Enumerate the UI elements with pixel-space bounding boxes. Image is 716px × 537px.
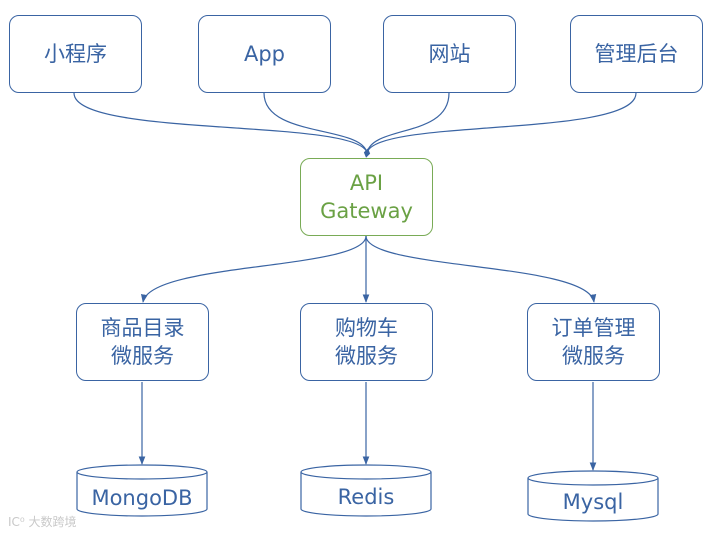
service-box-cart: 购物车 微服务	[300, 303, 433, 381]
client-label: App	[243, 42, 286, 66]
client-box-miniprogram: 小程序	[9, 15, 142, 93]
edge-gateway-catalog	[141, 235, 367, 303]
client-box-admin: 管理后台	[570, 15, 703, 93]
service-label-line2: 微服务	[335, 344, 398, 368]
service-label-line2: 微服务	[111, 344, 174, 368]
db-redis-cylinder	[300, 464, 432, 517]
service-label-line1: 商品目录	[100, 316, 185, 340]
edge-admin-gateway	[363, 92, 637, 158]
watermark: IC⁰ 大数跨境	[8, 515, 77, 529]
service-box-catalog: 商品目录 微服务	[76, 303, 209, 381]
service-label-line1: 订单管理	[551, 316, 636, 340]
edge-app-gateway	[263, 92, 368, 154]
edge-gateway-order	[365, 235, 597, 303]
db-label-redis: Redis	[337, 485, 395, 509]
service-box-order: 订单管理 微服务	[527, 303, 660, 381]
gateway-label-line2: Gateway	[320, 199, 413, 223]
db-mongodb-cylinder	[76, 464, 208, 517]
edge-website-gateway	[366, 92, 450, 154]
client-label: 管理后台	[594, 42, 679, 66]
client-box-app: App	[198, 15, 331, 93]
api-gateway-box: API Gateway	[300, 158, 433, 236]
client-label: 网站	[428, 42, 471, 66]
service-label-line1: 购物车	[335, 316, 398, 340]
client-box-website: 网站	[383, 15, 516, 93]
db-label-mysql: Mysql	[562, 490, 624, 514]
edge-miniprogram-gateway	[73, 92, 368, 154]
client-label: 小程序	[44, 42, 107, 66]
db-label-mongodb: MongoDB	[91, 486, 193, 510]
service-label-line2: 微服务	[562, 344, 625, 368]
db-mysql-cylinder	[527, 470, 659, 522]
gateway-label-line1: API	[349, 171, 384, 195]
